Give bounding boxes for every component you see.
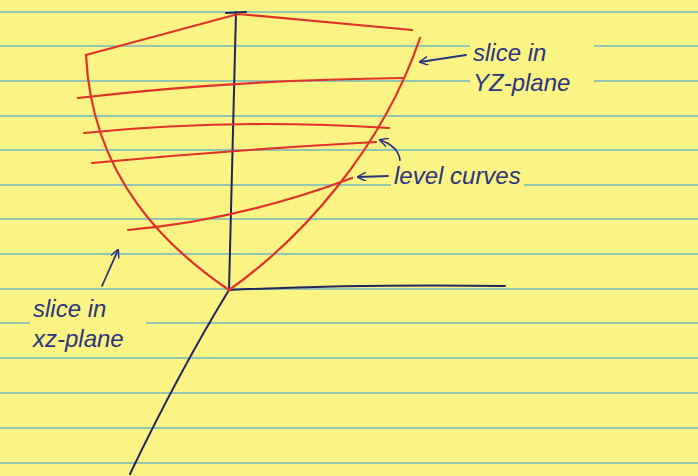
annotation-label: level curves — [391, 161, 524, 191]
coordinate-axes — [130, 12, 505, 474]
paper-rules — [0, 12, 698, 463]
annotation-label: slice in YZ-plane — [470, 38, 594, 98]
paraboloid-surface — [78, 14, 420, 290]
annotation-label: slice in xz-plane — [30, 294, 146, 354]
